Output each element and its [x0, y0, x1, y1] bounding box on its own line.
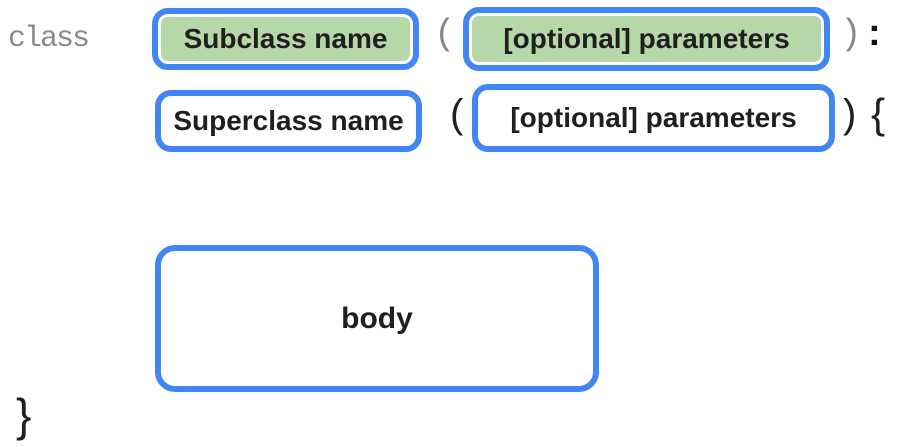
constructor-parameters-box: [optional] parameters [463, 7, 830, 71]
class-body-box: body [155, 245, 599, 392]
open-paren-line1: ( [434, 14, 456, 55]
superclass-name-box: Superclass name [155, 90, 422, 152]
close-paren-line1: ) [840, 14, 862, 55]
close-paren-line2: ) [843, 92, 857, 136]
open-brace: { [871, 90, 886, 137]
colon-separator: : [868, 12, 881, 54]
class-keyword: class [8, 22, 90, 56]
superclass-parameters-box: [optional] parameters [472, 84, 835, 152]
open-paren-line2: ( [450, 92, 464, 136]
subclass-name-box: Subclass name [152, 8, 419, 70]
close-brace: } [16, 389, 32, 441]
